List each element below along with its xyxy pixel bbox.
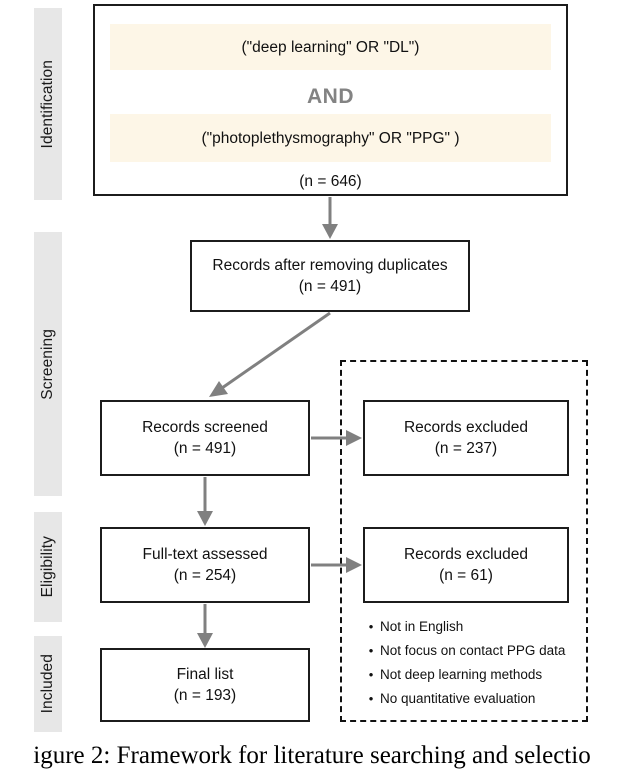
node-records-excluded-fulltext: Records excluded (n = 61) xyxy=(363,527,569,603)
arrow-duplicates-to-screened xyxy=(209,311,331,397)
node-excluded-screening-count: (n = 237) xyxy=(434,439,498,457)
node-full-text-assessed: Full-text assessed (n = 254) xyxy=(100,527,310,603)
node-records-excluded-screening: Records excluded (n = 237) xyxy=(363,400,569,476)
search-term1-highlight xyxy=(110,24,551,70)
stage-label-identification: Identification xyxy=(34,8,62,200)
bullet-icon: • xyxy=(368,619,374,634)
arrow-identification-to-duplicates xyxy=(322,197,338,239)
exclusion-reason-item: • Not focus on contact PPG data xyxy=(362,644,582,668)
search-term1-text: ("deep learning" OR "DL") xyxy=(241,39,420,56)
search-query-box: ("deep learning" OR "DL") AND ("photople… xyxy=(93,4,568,196)
stage-label-included: Included xyxy=(34,636,62,732)
node-excluded-fulltext-label: Records excluded xyxy=(403,545,529,563)
node-final-list: Final list (n = 193) xyxy=(100,648,310,722)
exclusion-reasons-list: • Not in English • Not focus on contact … xyxy=(362,620,582,716)
node-duplicates-label: Records after removing duplicates xyxy=(212,256,448,274)
exclusion-reason-text: Not focus on contact PPG data xyxy=(380,643,566,658)
exclusion-reason-text: No quantitative evaluation xyxy=(380,691,536,706)
arrow-fulltext-to-final xyxy=(197,604,213,648)
node-records-screened: Records screened (n = 491) xyxy=(100,400,310,476)
exclusion-reason-item: • Not in English xyxy=(362,620,582,644)
node-fulltext-label: Full-text assessed xyxy=(142,545,268,563)
node-final-label: Final list xyxy=(176,665,234,683)
arrow-screened-to-excluded xyxy=(311,430,362,446)
node-screened-count: (n = 491) xyxy=(173,439,237,457)
exclusion-reason-text: Not deep learning methods xyxy=(380,667,543,682)
exclusion-reason-item: • Not deep learning methods xyxy=(362,668,582,692)
exclusion-region-dashed-border xyxy=(340,360,588,722)
node-fulltext-count: (n = 254) xyxy=(173,566,237,584)
figure-caption: igure 2: Framework for literature search… xyxy=(33,742,591,769)
search-result-count: (n = 646) xyxy=(299,173,362,190)
node-final-count: (n = 193) xyxy=(173,686,237,704)
stage-label-eligibility: Eligibility xyxy=(34,512,62,622)
node-duplicates-count: (n = 491) xyxy=(298,277,362,295)
exclusion-reason-text: Not in English xyxy=(380,619,464,634)
search-term2-text: ("photoplethysmography" OR "PPG" ) xyxy=(201,130,460,147)
arrow-fulltext-to-excluded xyxy=(311,557,362,573)
node-screened-label: Records screened xyxy=(142,418,268,436)
exclusion-reason-item: • No quantitative evaluation xyxy=(362,692,582,716)
search-term2-highlight xyxy=(110,114,551,162)
stage-label-screening: Screening xyxy=(34,232,62,496)
node-excluded-screening-label: Records excluded xyxy=(403,418,529,436)
node-excluded-fulltext-count: (n = 61) xyxy=(439,566,493,584)
arrow-screened-to-fulltext xyxy=(197,477,213,526)
bullet-icon: • xyxy=(368,691,374,706)
node-records-after-removing-duplicates: Records after removing duplicates (n = 4… xyxy=(190,240,470,312)
search-operator-and: AND xyxy=(307,85,354,108)
bullet-icon: • xyxy=(368,643,374,658)
bullet-icon: • xyxy=(368,667,374,682)
